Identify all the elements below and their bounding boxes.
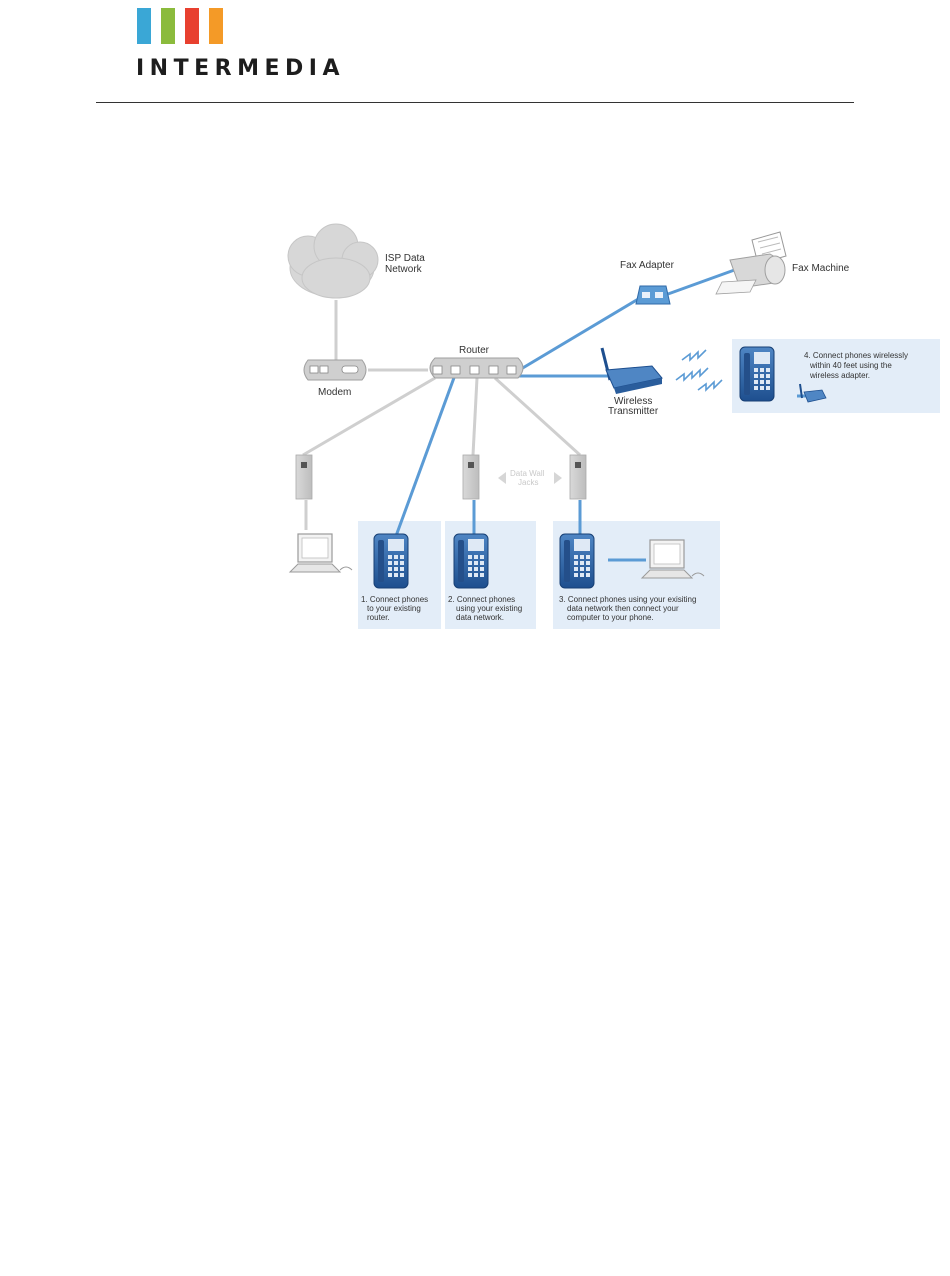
modem-icon bbox=[303, 359, 367, 381]
router-icon bbox=[429, 357, 524, 379]
note3-line3: computer to your phone. bbox=[567, 613, 654, 622]
wall-jack-left bbox=[295, 454, 313, 500]
wireless-label-line2: Transmitter bbox=[608, 406, 659, 417]
logo-bar-blue bbox=[137, 8, 151, 44]
note3-line2: data network then connect your bbox=[567, 604, 679, 613]
wall-jacks-label-line1: Data Wall bbox=[510, 469, 545, 478]
wireless-transmitter-icon bbox=[600, 347, 663, 394]
note2-line1: 2. Connect phones bbox=[448, 595, 515, 604]
brand-name: INTERMEDIA bbox=[136, 56, 345, 81]
phone-icon-network bbox=[453, 533, 489, 589]
note2-line3: data network. bbox=[456, 613, 504, 622]
note1-line3: router. bbox=[367, 613, 390, 622]
network-diagram: ISP Data Network Modem Router Fax Adapte… bbox=[287, 223, 940, 629]
double-arrow-icon bbox=[498, 472, 562, 484]
fax-adapter-label: Fax Adapter bbox=[620, 260, 675, 271]
note1-line1: 1. Connect phones bbox=[361, 595, 428, 604]
note4-line2: within 40 feet using the bbox=[809, 361, 892, 370]
note4-line1: 4. Connect phones wirelessly bbox=[804, 351, 908, 360]
wireless-adapter-icon bbox=[799, 383, 827, 403]
wall-jack-middle bbox=[462, 454, 480, 500]
fax-machine-icon bbox=[715, 231, 787, 295]
wireless-signal-icon bbox=[675, 349, 723, 392]
wall-jacks-label-line2: Jacks bbox=[518, 478, 538, 487]
phone-icon-router bbox=[373, 533, 409, 589]
cloud-label-line1: ISP Data bbox=[385, 253, 425, 264]
laptop-icon-left bbox=[289, 533, 353, 573]
fax-adapter-icon bbox=[635, 285, 671, 305]
note3-line1: 3. Connect phones using your exisiting bbox=[559, 595, 696, 604]
wall-jack-right bbox=[569, 454, 587, 500]
logo-bar-orange bbox=[209, 8, 223, 44]
cloud-icon bbox=[287, 223, 379, 299]
logo-bar-red bbox=[185, 8, 199, 44]
fax-machine-label: Fax Machine bbox=[792, 263, 850, 274]
note4-line3: wireless adapter. bbox=[809, 371, 870, 380]
note2-line2: using your existing bbox=[456, 604, 522, 613]
wireless-label-line1: Wireless bbox=[614, 396, 652, 407]
modem-label: Modem bbox=[318, 387, 351, 398]
phone-icon-computer bbox=[559, 533, 595, 589]
phone-icon-wireless bbox=[739, 346, 775, 402]
logo-bar-green bbox=[161, 8, 175, 44]
router-label: Router bbox=[459, 345, 490, 356]
header-divider bbox=[96, 102, 854, 103]
note1-line2: to your existing bbox=[367, 604, 421, 613]
intermedia-logo-mark bbox=[137, 8, 227, 44]
cloud-label-line2: Network bbox=[385, 264, 423, 275]
